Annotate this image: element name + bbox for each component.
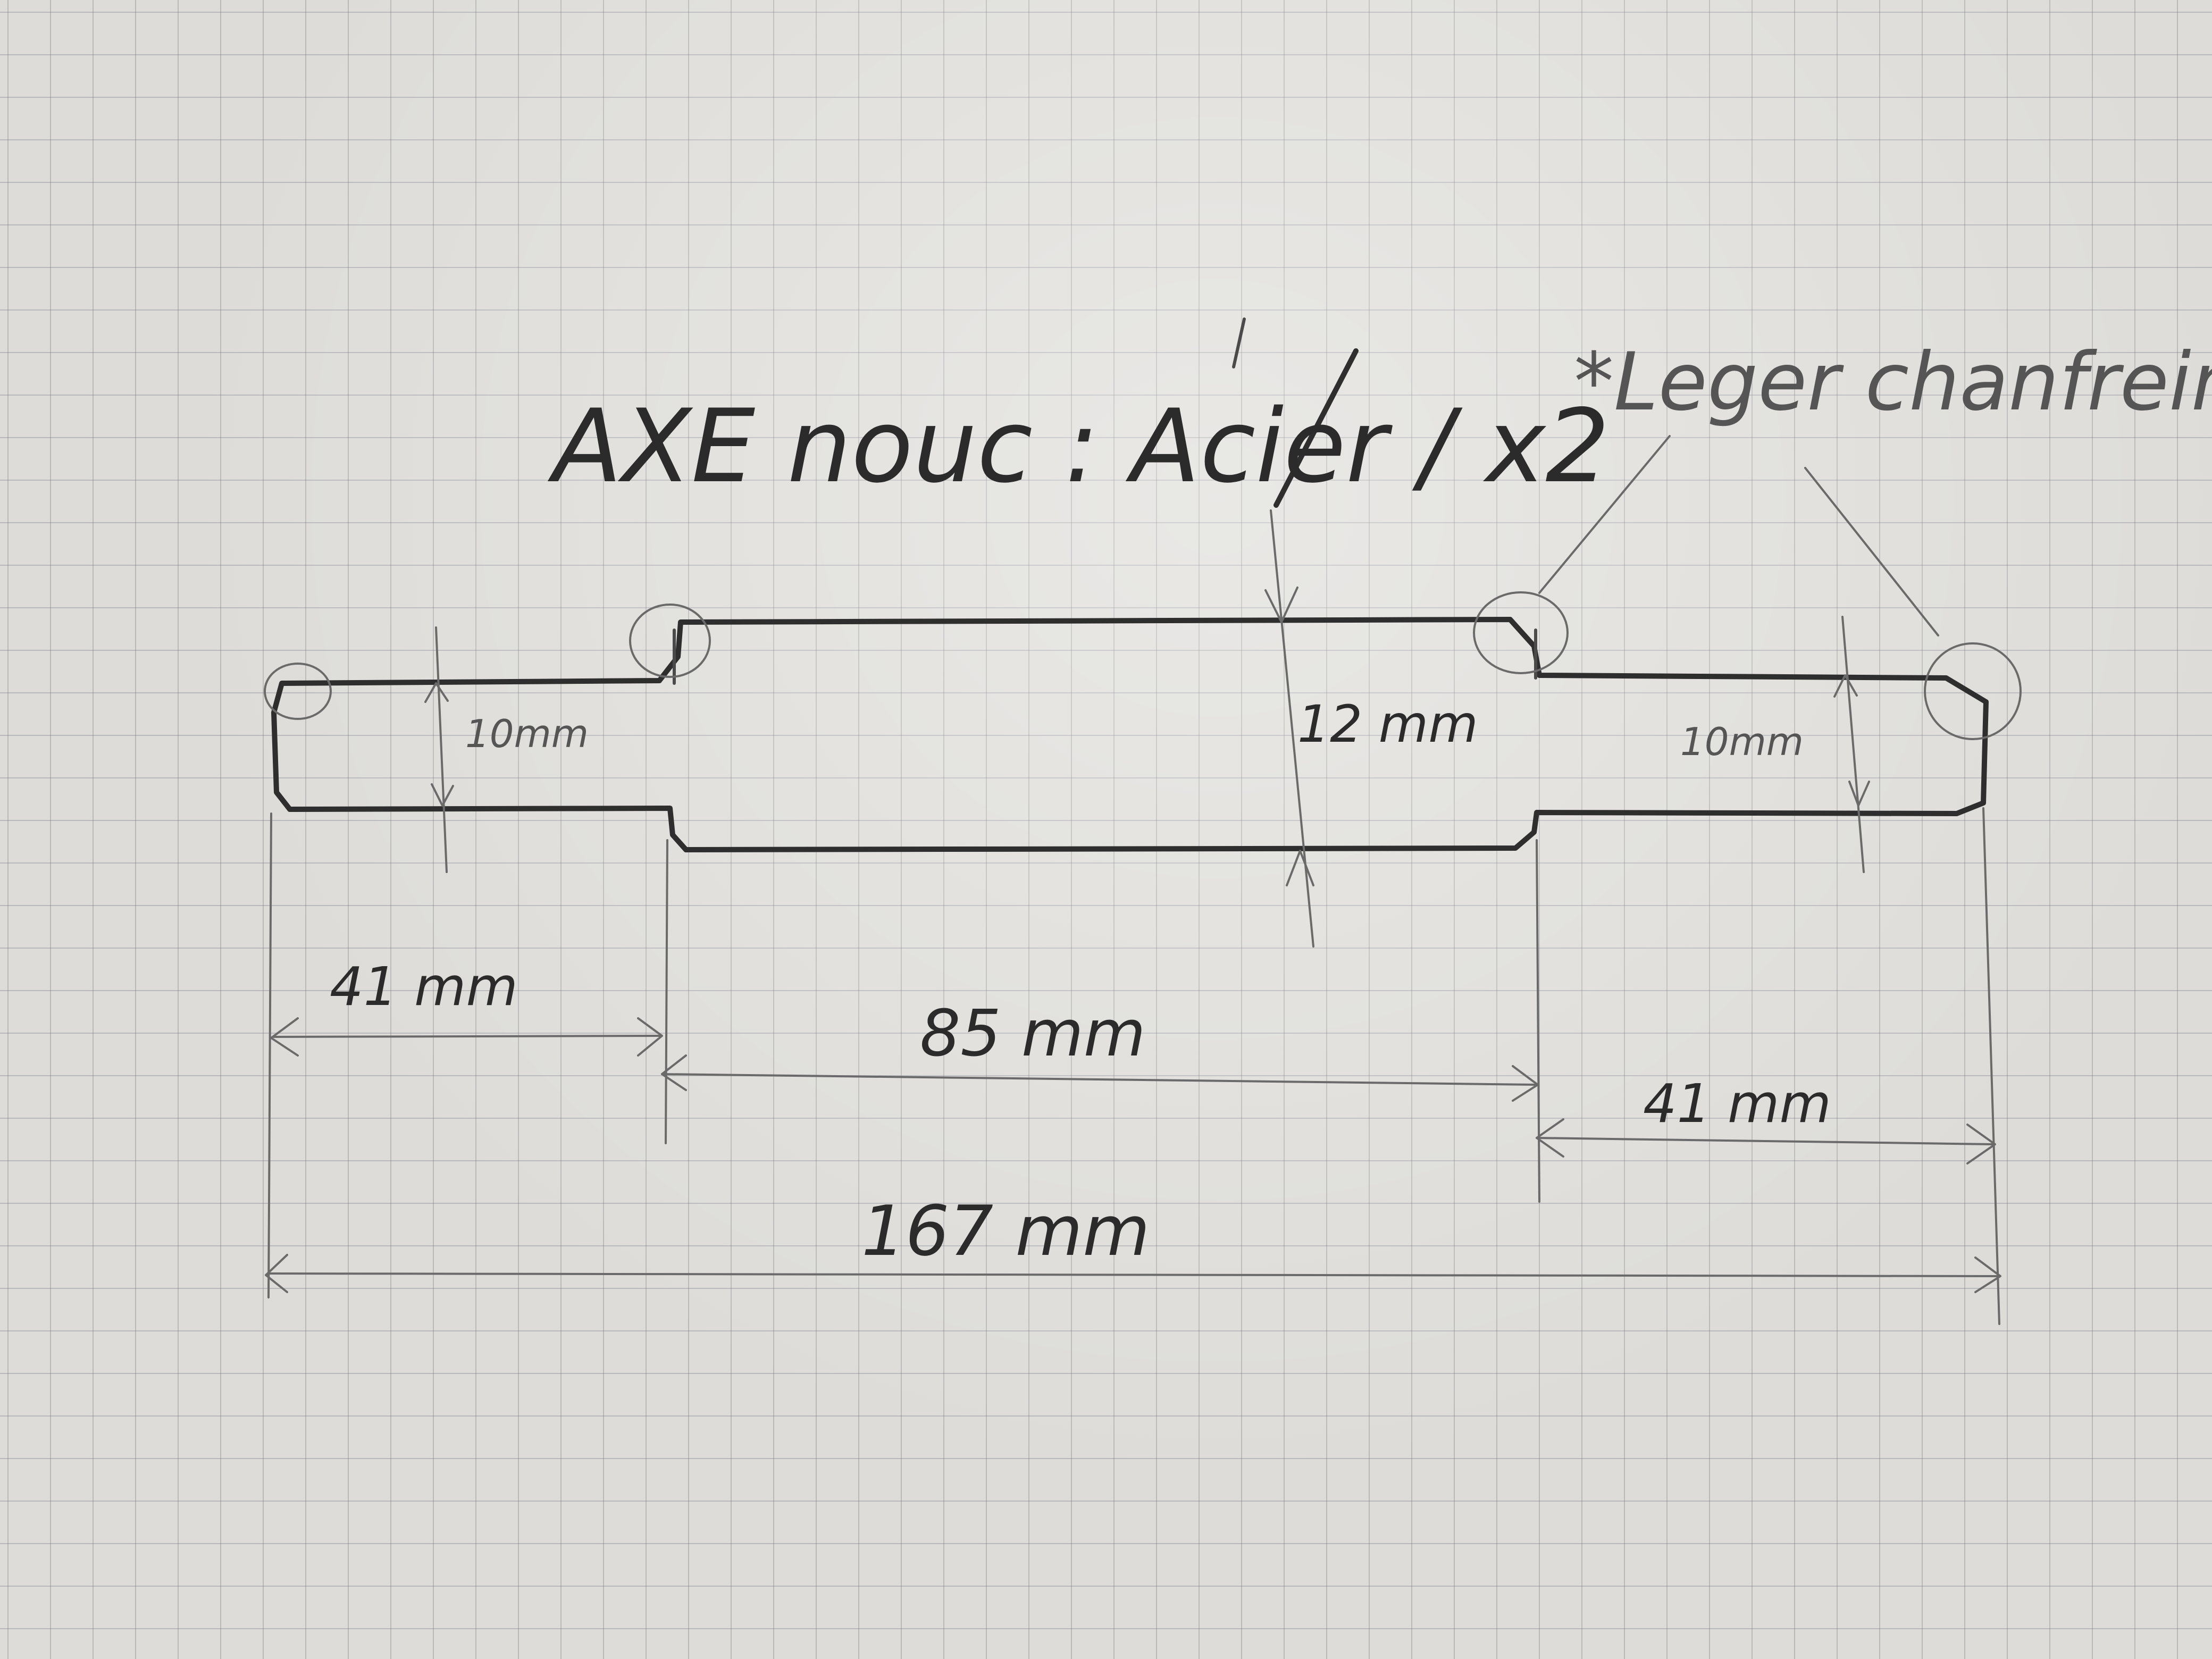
chamfer-leader-1: [1538, 435, 1671, 594]
length-dimensions: [265, 1017, 2001, 1293]
right-length-label: 41 mm: [1643, 1073, 1831, 1135]
ext-line-left-shoulder: [665, 839, 668, 1144]
left-diameter-line: [435, 626, 448, 873]
shaft-profile: [271, 617, 1989, 852]
center-length-label: 85 mm: [920, 997, 1146, 1071]
center-length-arrow-end: [1512, 1065, 1539, 1102]
right-diameter-label: 10mm: [1680, 719, 1804, 764]
extension-lines: [267, 807, 2000, 1325]
center-diameter-arrow-top: [1264, 586, 1298, 623]
left-length-arrow-start: [270, 1017, 299, 1057]
center-length-line: [661, 1073, 1538, 1086]
dimension-labels: 10mm 12 mm 10mm 41 mm 85 mm 41 mm 167 mm: [330, 694, 1831, 1271]
chamfer-circle-right: [1924, 642, 2022, 740]
left-diameter-label: 10mm: [465, 711, 589, 756]
center-length-arrow-start: [661, 1054, 687, 1091]
total-length-arrow-end: [1974, 1256, 2001, 1293]
chamfer-leader-2: [1804, 467, 1939, 636]
title-slash: [1273, 348, 1359, 508]
shaft-outline: [271, 617, 1989, 852]
chamfer-circle-left: [264, 663, 332, 720]
chamfer-markers: [264, 435, 2022, 740]
left-diameter-arrow-top: [424, 682, 449, 703]
total-length-arrow-start: [265, 1254, 288, 1293]
title-accent-mark: [1232, 317, 1246, 368]
right-diameter-arrow-top: [1833, 674, 1858, 698]
ext-line-right-end: [1982, 807, 2000, 1325]
right-diameter-arrow-bottom: [1848, 781, 1870, 807]
chamfer-note: *Leger chanfrein: [1574, 336, 2212, 429]
center-diameter-line: [1270, 509, 1314, 948]
right-diameter-line: [1841, 616, 1865, 873]
center-diameter-label: 12 mm: [1297, 694, 1478, 754]
chamfer-circle-center-right: [1473, 591, 1569, 674]
total-length-line: [267, 1272, 2000, 1277]
ext-line-left-end: [267, 812, 272, 1298]
chamfer-circle-center-left: [629, 604, 711, 678]
title-block: AXE nouc : Acier / x2 *Leger chanfrein: [547, 317, 2212, 508]
center-diameter-arrow-bottom: [1286, 850, 1314, 886]
left-length-label: 41 mm: [330, 956, 518, 1018]
ext-line-right-shoulder: [1536, 839, 1540, 1203]
total-length-label: 167 mm: [861, 1191, 1150, 1271]
right-length-arrow-start: [1536, 1118, 1564, 1158]
left-length-arrow-end: [637, 1017, 663, 1057]
left-diameter-arrow-bottom: [431, 783, 454, 807]
right-length-line: [1536, 1137, 1995, 1145]
drawing-title: AXE nouc : Acier / x2: [547, 388, 1610, 505]
right-length-arrow-end: [1966, 1124, 1996, 1164]
left-length-line: [273, 1035, 660, 1038]
diameter-dimensions: [424, 509, 1870, 948]
